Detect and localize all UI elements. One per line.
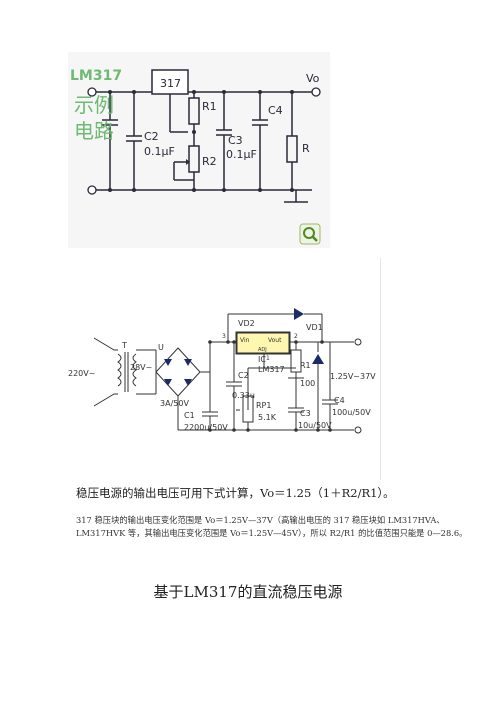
r-label: R — [302, 142, 310, 155]
formula-paragraph: 稳压电源的输出电压可用下式计算，Vo＝1.25（1＋R2/R1）。 — [76, 486, 395, 500]
rp1-label: RP1 — [256, 401, 271, 410]
vd1-label: VD1 — [306, 323, 323, 332]
c4-label: C4 — [334, 396, 345, 405]
circuit-diagram-2: VD2 VD1 Vin Vout ADJ IC LM317 T U 220V~ … — [68, 308, 376, 434]
transformer-label: T — [121, 341, 127, 350]
bridge-rating: 3A/50V — [160, 399, 189, 408]
pin-1-label: 1 — [266, 355, 270, 362]
circuit-diagram-1: LM317 示例 电路 317 R1 R2 C2 0.1μF C3 0.1μF … — [70, 68, 321, 245]
vin-pin-label: Vin — [240, 337, 250, 344]
c4-label: C4 — [268, 104, 283, 117]
c1-label: C1 — [184, 411, 195, 420]
bridge-label: U — [158, 343, 164, 352]
watermark-top: LM317 — [70, 68, 122, 84]
c3-value: 10u/50V — [298, 421, 332, 430]
rp1-value: 5.1K — [258, 413, 277, 422]
vd2-label: VD2 — [238, 319, 255, 328]
r1-value: 100 — [300, 379, 315, 388]
pin-2-label: 2 — [294, 333, 298, 340]
r1-label: R1 — [202, 100, 217, 113]
circuit-figure-1: LM317 示例 电路 317 R1 R2 C2 0.1μF C3 0.1μF … — [68, 52, 330, 248]
range-paragraph: 317 稳压块的输出电压变化范围是 Vo＝1.25V—37V（高输出电压的 31… — [76, 515, 468, 538]
c2-value: 0.33u — [232, 391, 255, 400]
c1-value: 2200u/50V — [184, 423, 228, 432]
c3-label: C3 — [300, 409, 311, 418]
adj-pin-label: ADJ — [258, 347, 267, 353]
ic-label: IC — [258, 355, 266, 364]
watermark-bottom: 电路 — [74, 119, 114, 143]
circuit-figure-2: VD2 VD1 Vin Vout ADJ IC LM317 T U 220V~ … — [68, 258, 381, 480]
c4-value: 100u/50V — [332, 408, 371, 417]
r1-label: R1 — [300, 361, 311, 370]
output-range: 1.25V~37V — [330, 372, 376, 381]
magnifier-icon[interactable] — [299, 223, 321, 245]
watermark-mid: 示例 — [74, 93, 114, 117]
ac-input-label: 220V~ — [68, 369, 95, 378]
c2-label: C2 — [238, 371, 249, 380]
c2-label: C2 — [144, 130, 159, 143]
section-title: 基于LM317的直流稳压电源 — [153, 583, 343, 601]
lm317-label: LM317 — [258, 365, 285, 374]
output-label: Vo — [306, 72, 320, 85]
pin-3-label: 3 — [222, 333, 226, 340]
r2-label: R2 — [202, 155, 217, 168]
ic-label: 317 — [160, 77, 181, 90]
secondary-label: 28V~ — [130, 363, 152, 372]
vout-pin-label: Vout — [268, 337, 282, 344]
c3-value: 0.1μF — [226, 148, 257, 161]
c2-value: 0.1μF — [144, 145, 175, 158]
c3-label: C3 — [228, 134, 243, 147]
